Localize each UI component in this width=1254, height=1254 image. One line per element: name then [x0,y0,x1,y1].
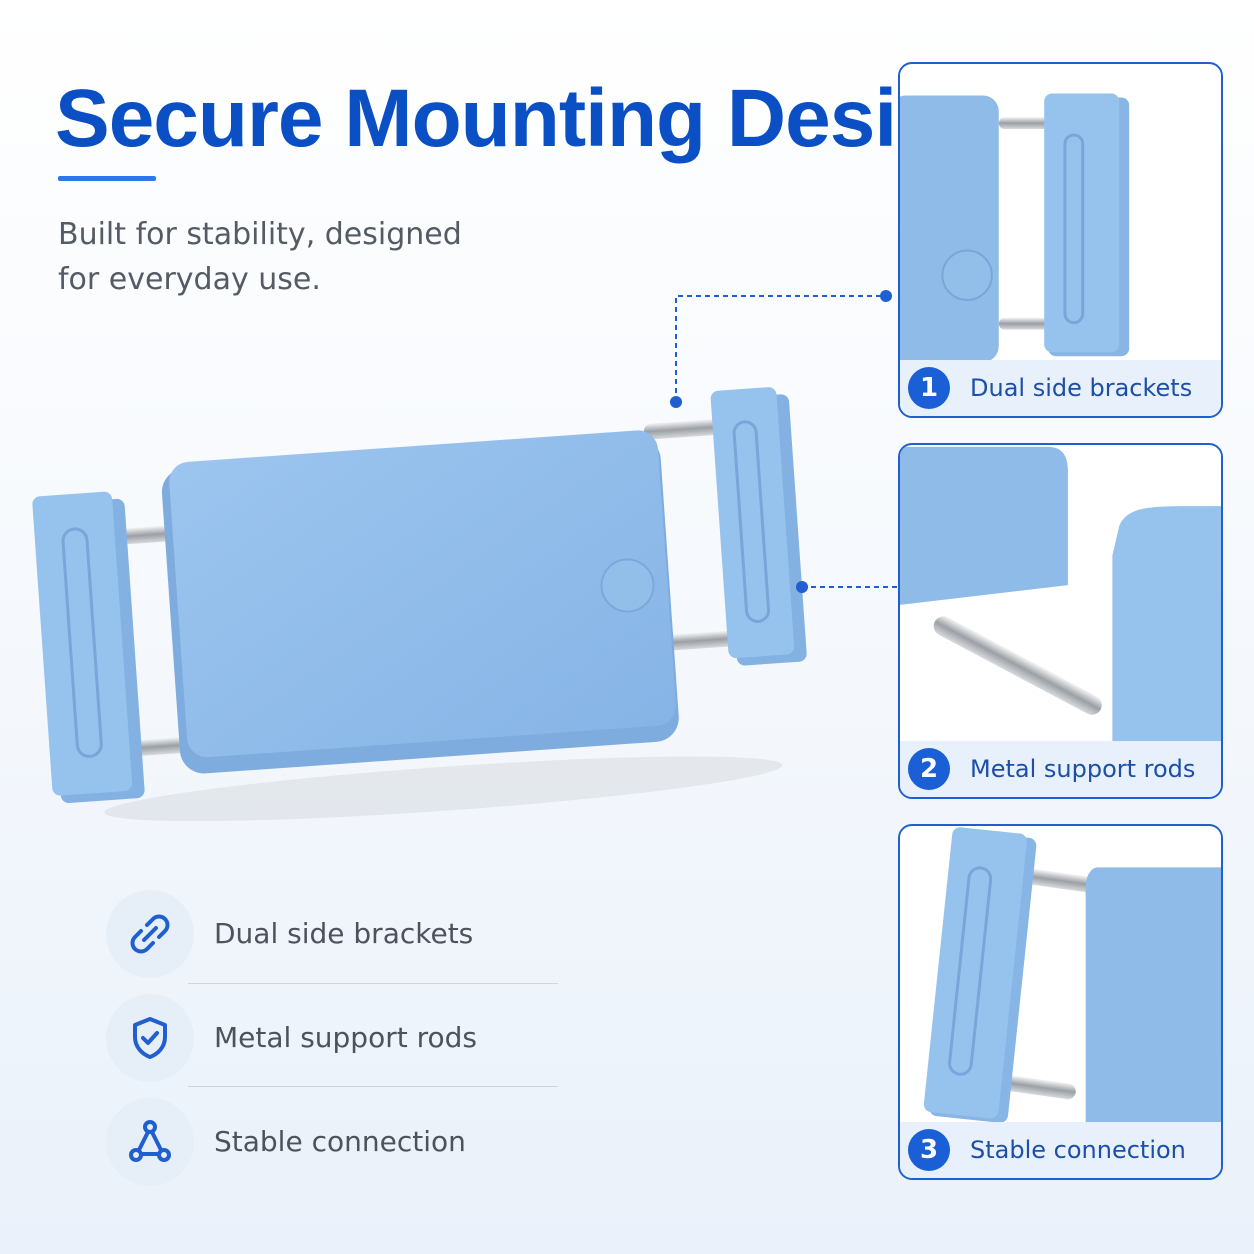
caption-text: Dual side brackets [970,374,1193,402]
feature-icon-bg [106,890,194,978]
feature-label: Stable connection [214,1125,466,1158]
feature-icon-bg [106,1098,194,1186]
title-underline [58,176,156,181]
detail-photo-brackets [900,65,1221,363]
feature-icon-bg [106,994,194,1082]
panel-caption: 1 Dual side brackets [900,360,1221,416]
feature-divider [188,983,558,984]
step-badge: 2 [908,748,950,790]
panel-caption: 2 Metal support rods [900,741,1221,797]
caption-text: Metal support rods [970,755,1196,783]
detail-photo-rods [900,446,1221,744]
link-icon [130,914,170,954]
panel-caption: 3 Stable connection [900,1122,1221,1178]
feature-divider [188,1086,558,1087]
subtitle: Built for stability, designed for everyd… [58,217,462,297]
feature-label: Dual side brackets [214,917,474,950]
detail-panel-2: 2 Metal support rods [898,443,1223,799]
detail-panel-3: 3 Stable connection [898,824,1223,1180]
step-badge: 3 [908,1129,950,1171]
caption-text: Stable connection [970,1136,1186,1164]
feature-label: Metal support rods [214,1021,477,1054]
step-badge: 1 [908,367,950,409]
detail-photo-connection [900,827,1221,1125]
detail-panel-1: 1 Dual side brackets [898,62,1223,418]
triangle-nodes-icon [129,1120,171,1162]
shield-check-icon [133,1017,167,1059]
page-title: Secure Mounting Design [55,73,995,164]
